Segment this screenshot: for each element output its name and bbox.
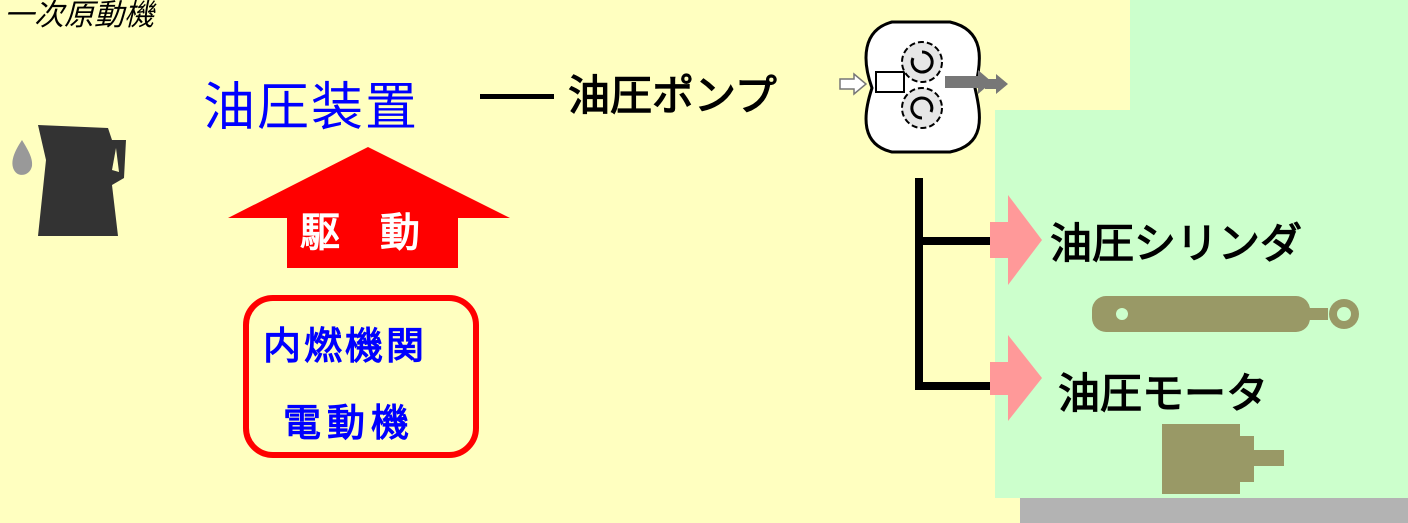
title-connector bbox=[480, 94, 554, 99]
oil-can-icon bbox=[12, 125, 126, 236]
hydraulic-motor-icon bbox=[1162, 424, 1284, 494]
prime-mover-heading: 一次原動機 bbox=[4, 0, 154, 33]
motor-label: 油圧モータ bbox=[1058, 369, 1269, 418]
green-panel-top bbox=[1130, 0, 1408, 110]
engine-label-combustion: 内燃機関 bbox=[263, 324, 428, 368]
inflow-arrow-icon bbox=[839, 72, 868, 96]
engine-label-electric: 電動機 bbox=[283, 401, 416, 445]
gear-pump-icon bbox=[864, 20, 992, 154]
drive-arrow bbox=[228, 147, 510, 268]
flow-arrow-cylinder bbox=[990, 195, 1042, 285]
flow-arrow-motor bbox=[990, 335, 1042, 421]
cylinder-label: 油圧シリンダ bbox=[1050, 219, 1303, 268]
hydraulic-cylinder-icon bbox=[1092, 296, 1359, 332]
pump-label: 油圧ポンプ bbox=[568, 71, 777, 120]
engine-box bbox=[243, 295, 479, 458]
main-title: 油圧装置 bbox=[203, 78, 420, 138]
panel-shadow bbox=[1020, 498, 1408, 523]
outflow-arrow-icon bbox=[985, 74, 1008, 94]
drive-label: 駆 動 bbox=[300, 210, 420, 256]
branch-lines bbox=[915, 178, 993, 390]
